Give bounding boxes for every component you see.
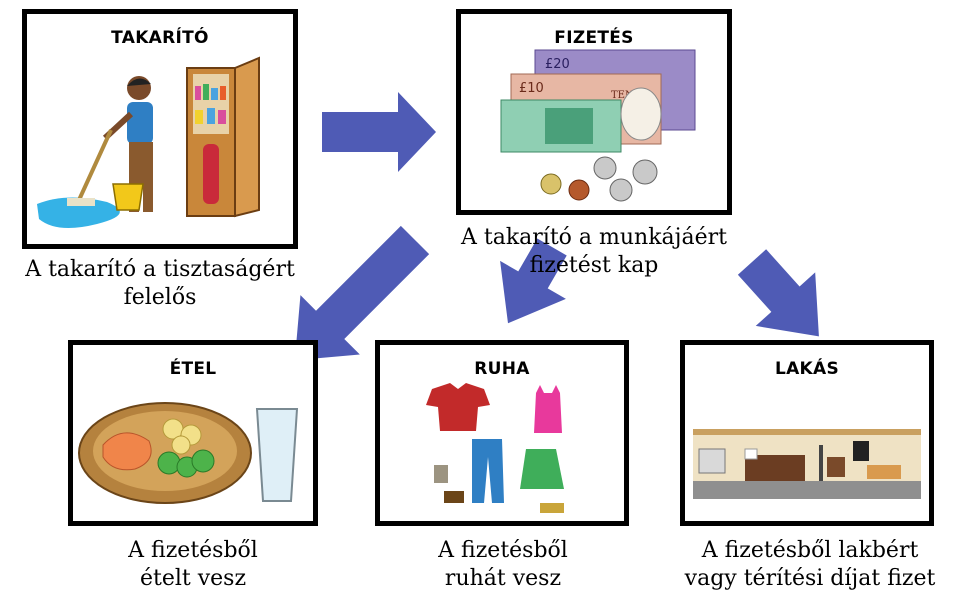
arrow-down-left <box>294 225 430 361</box>
caption-line: A takarító a munkájáért <box>461 225 727 250</box>
food-illustration <box>78 402 299 504</box>
caption-line: ruhát vesz <box>444 566 562 591</box>
caption-payment: A takarító a munkájáért fizetést kap <box>434 224 754 280</box>
caption-line: fizetést kap <box>529 253 659 278</box>
arrow-down-right <box>737 249 819 337</box>
card-title: RUHA <box>474 359 530 379</box>
caption-housing: A fizetésből lakbért vagy térítési díjat… <box>668 537 952 593</box>
caption-line: A takarító a tisztaságért <box>25 257 295 282</box>
note-label: TEN <box>611 90 634 101</box>
card-payment: FIZETÉS £20 £10 TEN <box>456 9 732 215</box>
note-label: £20 <box>545 57 570 72</box>
clothes-illustration <box>426 383 564 513</box>
card-cleaner: TAKARÍTÓ <box>22 9 298 249</box>
card-housing: LAKÁS <box>680 340 934 526</box>
caption-line: felelős <box>123 285 197 310</box>
arrow-right <box>322 92 436 172</box>
caption-line: A fizetésből lakbért <box>701 538 919 563</box>
caption-line: A fizetésből <box>438 538 568 563</box>
card-title: FIZETÉS <box>554 28 634 48</box>
card-title: ÉTEL <box>169 359 217 379</box>
note-label: £10 <box>519 81 544 96</box>
caption-cleaner: A takarító a tisztaságért felelős <box>0 256 320 312</box>
caption-line: vagy térítési díjat fizet <box>684 566 936 591</box>
cleaner-illustration <box>37 56 260 228</box>
caption-food: A fizetésből ételt vesz <box>60 537 326 593</box>
card-title: LAKÁS <box>774 359 840 379</box>
caption-line: A fizetésből <box>128 538 258 563</box>
caption-line: ételt vesz <box>139 566 247 591</box>
housing-illustration <box>693 429 921 499</box>
card-food: ÉTEL <box>68 340 318 526</box>
arrow-down-center <box>500 238 567 324</box>
caption-clothes: A fizetésből ruhát vesz <box>370 537 636 593</box>
card-clothes: RUHA <box>375 340 629 526</box>
card-title: TAKARÍTÓ <box>111 28 209 48</box>
money-illustration: £20 £10 TEN <box>500 49 696 202</box>
